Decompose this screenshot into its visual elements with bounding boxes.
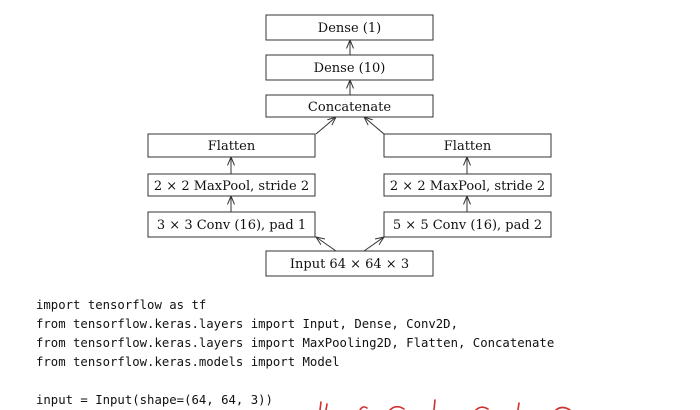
node-dense-10-label: Dense (10) [314,61,386,76]
architecture-diagram: Dense (1) Dense (10) Concatenate Flatten… [147,14,552,277]
node-concatenate-label: Concatenate [308,100,391,115]
node-flatten-right-label: Flatten [444,139,492,154]
node-conv-right-label: 5 × 5 Conv (16), pad 2 [393,218,542,233]
node-conv-right: 5 × 5 Conv (16), pad 2 [383,211,552,238]
node-conv-left: 3 × 3 Conv (16), pad 1 [147,211,316,238]
code-line: import tensorflow as tf [36,298,207,312]
node-flatten-right: Flatten [383,133,552,158]
code-line [36,372,554,391]
node-maxpool-left: 2 × 2 MaxPool, stride 2 [147,173,316,197]
code-line: from tensorflow.keras.layers import Inpu… [36,317,458,331]
node-input: Input 64 × 64 × 3 [265,250,434,277]
edges [231,40,467,252]
node-conv-left-label: 3 × 3 Conv (16), pad 1 [157,218,306,233]
node-concatenate: Concatenate [265,94,434,118]
node-maxpool-right: 2 × 2 MaxPool, stride 2 [383,173,552,197]
edge-input-to-conv-right [363,237,384,252]
node-dense-1: Dense (1) [265,14,434,41]
code-line: from tensorflow.keras.layers import MaxP… [36,336,555,350]
edge-input-to-conv-left [316,237,337,252]
node-maxpool-left-label: 2 × 2 MaxPool, stride 2 [154,179,309,194]
edge-flatten-right-to-concat [364,117,385,135]
edge-flatten-left-to-concat [315,117,336,135]
code-block: import tensorflow as tf from tensorflow.… [36,296,554,410]
node-input-label: Input 64 × 64 × 3 [290,257,409,272]
node-dense-10: Dense (10) [265,54,434,81]
code-line: from tensorflow.keras.models import Mode… [36,355,340,369]
node-flatten-left-label: Flatten [208,139,256,154]
node-dense-1-label: Dense (1) [318,21,381,36]
node-flatten-left: Flatten [147,133,316,158]
code-line: input = Input(shape=(64, 64, 3)) [36,393,273,407]
node-maxpool-right-label: 2 × 2 MaxPool, stride 2 [390,179,545,194]
handwritten-annotation [319,399,571,410]
